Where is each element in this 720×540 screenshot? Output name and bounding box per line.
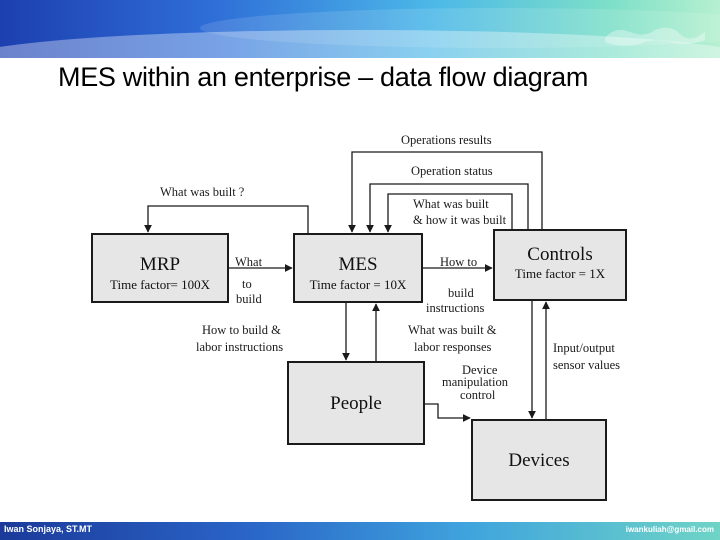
diagram-canvas: MRP Time factor= 100X MES Time factor = … [91, 133, 627, 501]
node-devices-title: Devices [508, 450, 569, 471]
label-labor-instructions-line2: labor instructions [196, 340, 283, 354]
label-what-to-build-line3: build [236, 292, 262, 306]
node-mes: MES Time factor = 10X [293, 233, 423, 303]
label-what-was-built-how-line1: What was built [413, 197, 489, 211]
label-what-was-built-question: What was built ? [160, 185, 245, 199]
node-controls: Controls Time factor = 1X [493, 229, 627, 301]
label-labor-responses-line2: labor responses [414, 340, 492, 354]
label-labor-responses-line1: What was built & [408, 323, 497, 337]
label-labor-instructions-line1: How to build & [202, 323, 281, 337]
footer-author: Iwan Sonjaya, ST.MT [4, 524, 93, 534]
label-what-to-build-line1: What [235, 255, 263, 269]
node-people-title: People [330, 393, 382, 414]
label-device-manipulation-line3: control [460, 388, 496, 402]
label-operation-status: Operation status [411, 164, 493, 178]
node-controls-title: Controls [527, 244, 592, 265]
label-what-to-build-line2: to [242, 277, 252, 291]
node-mes-title: MES [338, 254, 377, 275]
label-how-to-build-line2: build [448, 286, 474, 300]
edge-operations-results [348, 151, 543, 233]
footer-band: Iwan Sonjaya, ST.MT iwankuliah@gmail.com [0, 522, 720, 540]
label-device-manipulation-line2: manipulation [442, 375, 509, 389]
data-flow-diagram: MRP Time factor= 100X MES Time factor = … [70, 118, 668, 510]
node-mrp-title: MRP [140, 254, 180, 275]
node-mes-subtitle: Time factor = 10X [310, 277, 407, 292]
edge-what-was-built [144, 205, 309, 234]
node-people: People [287, 361, 425, 445]
world-map-icon [605, 27, 705, 46]
label-operations-results: Operations results [401, 133, 492, 147]
label-io-sensor-line1: Input/output [553, 341, 615, 355]
header-band [0, 0, 720, 58]
node-devices: Devices [471, 419, 607, 501]
node-controls-subtitle: Time factor = 1X [515, 266, 606, 281]
edge-what-was-built-how [384, 193, 513, 233]
header-wave-decoration-2 [200, 8, 720, 48]
node-mrp: MRP Time factor= 100X [91, 233, 229, 303]
edge-device-manipulation [424, 403, 471, 422]
label-how-to-build-line1: How to [440, 255, 477, 269]
node-mrp-subtitle: Time factor= 100X [110, 277, 211, 292]
footer-email: iwankuliah@gmail.com [625, 525, 714, 534]
edge-operation-status [366, 183, 529, 233]
label-how-to-build-line3: instructions [426, 301, 484, 315]
slide-title: MES within an enterprise – data flow dia… [58, 62, 589, 92]
label-device-manipulation-line1: Device [462, 363, 498, 377]
label-io-sensor-line2: sensor values [553, 358, 620, 372]
label-what-was-built-how-line2: & how it was built [413, 213, 507, 227]
